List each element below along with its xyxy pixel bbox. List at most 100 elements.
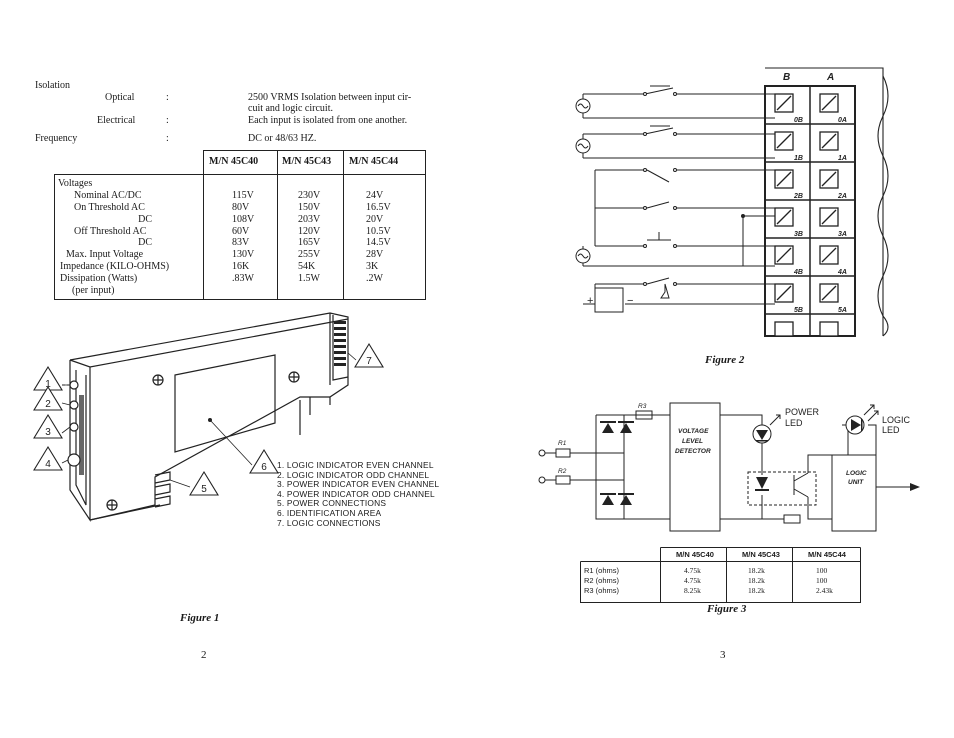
cell: 3K (366, 261, 379, 273)
row-label: On Threshold AC (74, 201, 145, 213)
legend-item: 4. POWER INDICATOR ODD CHANNEL (277, 488, 435, 499)
fig3-cell: 4.75k (684, 576, 701, 585)
dc-minus-sign: − (627, 295, 633, 307)
fig3-header: M/N 45C40 (676, 550, 714, 559)
row-label: Voltages (58, 178, 93, 189)
fig3-row-labels: R1 (ohms) R2 (ohms) R3 (ohms) (584, 566, 619, 596)
optical-value-line-1: 2500 VRMS Isolation between input cir- (248, 92, 412, 103)
fig3-header: M/N 45C44 (808, 550, 846, 559)
fig3-col: 4.75k 4.75k 8.25k (684, 566, 701, 596)
table-col-45c44: 24V 16.5V 20V 10.5V 14.5V 28V 3K .2W (366, 178, 391, 285)
voltage-detector-label: VOLTAGE (678, 428, 709, 435)
cell: 1.5W (298, 273, 320, 285)
spec-table-grid (54, 150, 426, 300)
row-label: Off Threshold AC (74, 225, 147, 237)
resistor-r3-label: R3 (638, 403, 647, 410)
cell: 24V (366, 189, 384, 201)
cell: 10.5V (366, 225, 391, 237)
cell: 203V (298, 213, 321, 225)
figure-1-legend: 1. LOGIC INDICATOR EVEN CHANNEL 2. LOGIC… (277, 460, 440, 528)
fig3-cell: 18.2k (748, 576, 765, 585)
terminal-label: 0A (838, 117, 847, 124)
fig3-col: 100 100 2.43k (816, 566, 833, 596)
cell: 230V (298, 189, 321, 201)
frequency-value: DC or 48/63 HZ. (248, 133, 317, 144)
terminal-label: 0B (794, 117, 803, 124)
cell: 28V (366, 249, 384, 261)
fig3-cell: 100 (816, 566, 828, 575)
logic-unit-label: LOGIC (846, 470, 867, 477)
fig3-header: M/N 45C43 (742, 550, 780, 559)
power-led-label: LED (785, 418, 803, 428)
terminal-label: 3A (838, 231, 847, 238)
cell: .2W (366, 273, 383, 285)
table-col-45c40: 115V 80V 108V 60V 83V 130V 16K .83W (232, 178, 254, 285)
cell: 20V (366, 213, 384, 225)
fig3-cell: 100 (816, 576, 828, 585)
resistor-r1-label: R1 (558, 440, 567, 447)
cell: .83W (232, 273, 254, 285)
row-label: (per input) (72, 285, 115, 297)
fig3-cell: 2.43k (816, 586, 833, 595)
page-number-right: 3 (720, 649, 726, 661)
row-label: Dissipation (Watts) (60, 273, 138, 285)
frequency-label: Frequency (35, 133, 78, 144)
figure-2-wiring-diagram: B A 0B 0A 1B 1A 2B 2A 3B 3A 4B 4A 5B 5A (575, 67, 889, 337)
callout-6: 6 (261, 462, 267, 473)
callout-2: 2 (45, 399, 51, 410)
cell: 54K (298, 261, 316, 273)
isolation-label: Isolation (35, 80, 70, 91)
callout-3: 3 (45, 427, 51, 438)
terminal-label: 2A (837, 193, 847, 200)
power-led-label: POWER (785, 407, 820, 417)
figure-3-table: M/N 45C40 M/N 45C43 M/N 45C44 R1 (ohms) … (580, 547, 861, 603)
terminal-label: 5A (838, 307, 847, 314)
row-label: DC (138, 213, 152, 225)
fig3-row-label: R1 (ohms) (584, 566, 620, 575)
table-header-45c43: M/N 45C43 (282, 156, 332, 167)
cell (366, 178, 391, 190)
spec-table: M/N 45C40 M/N 45C43 M/N 45C44 Voltages N… (54, 150, 426, 300)
colon: : (166, 115, 169, 126)
figure-3-circuit-schematic: R1 R2 R3 VOLTAGE LEVEL DETECTOR LOGIC UN… (538, 402, 920, 532)
cell: 165V (298, 237, 321, 249)
cell: 130V (232, 249, 255, 261)
row-label: Impedance (KILO-OHMS) (60, 261, 170, 273)
figure-3-caption: Figure 3 (707, 603, 747, 615)
cell: 108V (232, 213, 255, 225)
legend-item: 2. LOGIC INDICATOR ODD CHANNEL (277, 469, 430, 480)
voltage-detector-label: LEVEL (682, 438, 703, 445)
cell: 120V (298, 225, 321, 237)
figure-1-module-drawing: 1 2 3 4 5 6 7 (33, 312, 384, 522)
logic-led-label: LOGIC (882, 415, 911, 425)
terminal-label: 1A (838, 155, 847, 162)
fig3-cell: 18.2k (748, 586, 765, 595)
terminal-header-b: B (783, 72, 790, 83)
terminal-label: 2B (793, 193, 803, 200)
colon: : (166, 92, 169, 103)
terminal-label: 4B (793, 269, 803, 276)
legend-item: 1. LOGIC INDICATOR EVEN CHANNEL (277, 460, 434, 470)
fig3-cell: 4.75k (684, 566, 701, 575)
logic-led-label: LED (882, 425, 900, 435)
dc-plus-sign: + (587, 295, 593, 307)
fig3-row-label: R3 (ohms) (584, 586, 620, 595)
page-number-left: 2 (201, 649, 207, 661)
cell (298, 178, 320, 190)
legend-item: 3. POWER INDICATOR EVEN CHANNEL (277, 479, 440, 490)
cell: 150V (298, 201, 321, 213)
cell: 16.5V (366, 201, 391, 213)
figure-1-caption: Figure 1 (180, 612, 220, 624)
legend-item: 6. IDENTIFICATION AREA (277, 507, 382, 518)
fig3-col: 18.2k 18.2k 18.2k (748, 566, 765, 596)
resistor-r2-label: R2 (558, 468, 567, 475)
terminal-label: 1B (794, 155, 803, 162)
table-header-45c40: M/N 45C40 (209, 156, 259, 167)
callout-4: 4 (45, 459, 51, 470)
fig3-cell: 8.25k (684, 586, 701, 595)
cell: 60V (232, 225, 250, 237)
table-header-45c44: M/N 45C44 (349, 156, 399, 167)
cell: 14.5V (366, 237, 391, 249)
legend-item: 7. LOGIC CONNECTIONS (277, 517, 381, 528)
table-row-labels: Voltages Nominal AC/DC On Threshold AC D… (58, 178, 200, 297)
